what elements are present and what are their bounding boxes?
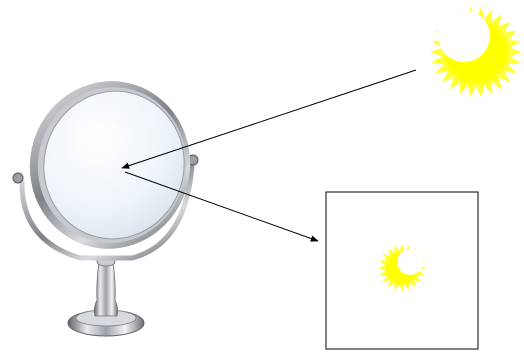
- reflected-sun-body: [386, 252, 417, 283]
- vanity-mirror-icon: [13, 66, 206, 336]
- pivot-knob-left: [13, 173, 23, 183]
- sun-icon: [430, 6, 522, 97]
- sun-body: [445, 21, 508, 84]
- mirror-stem: [94, 262, 117, 316]
